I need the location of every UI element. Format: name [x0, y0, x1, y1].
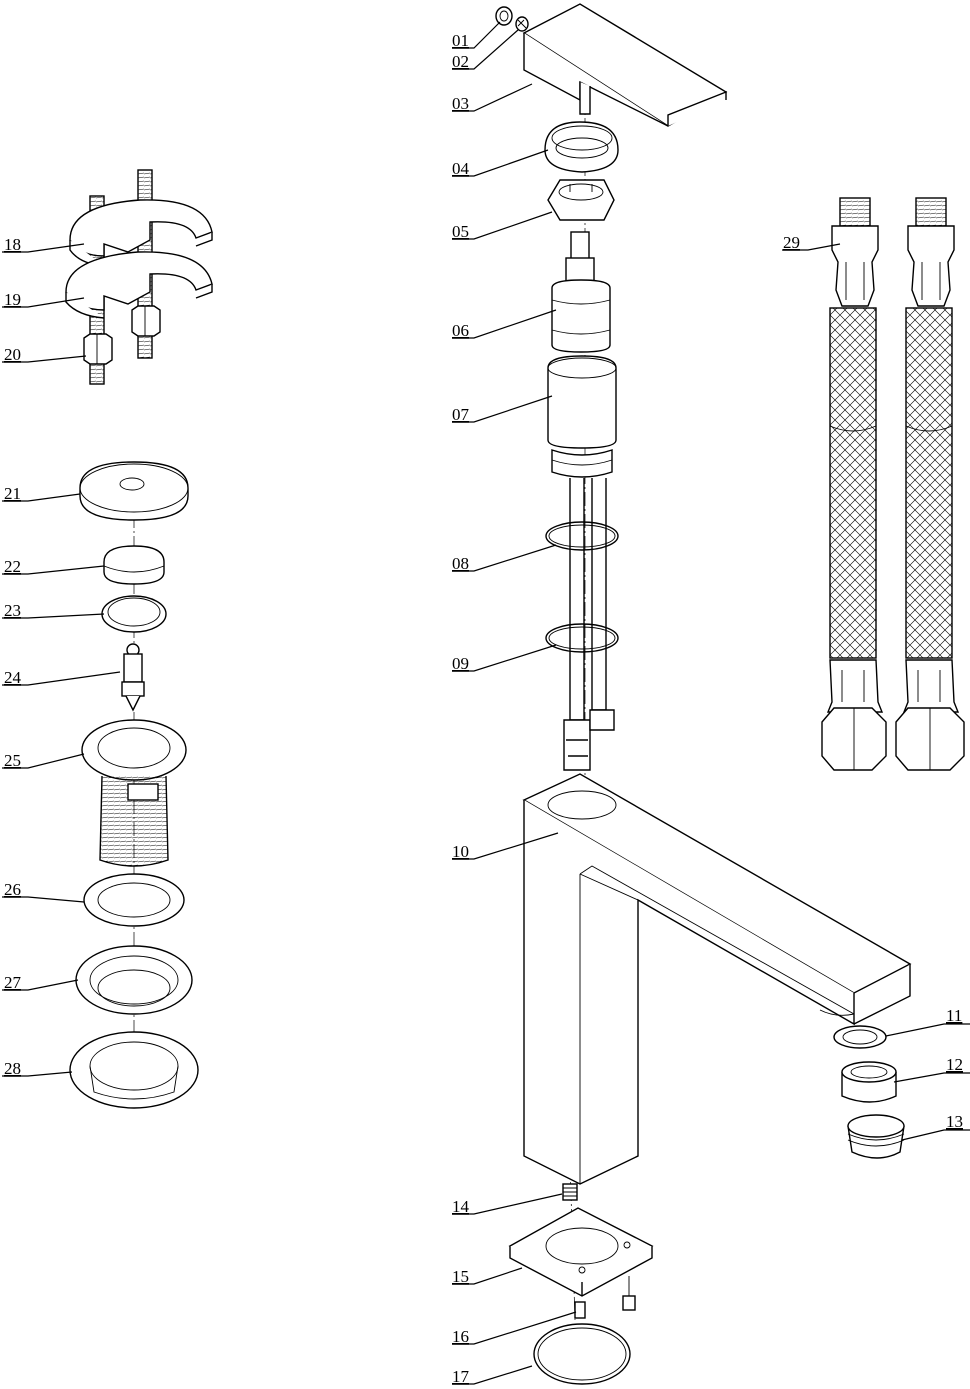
part-02-grub-screw	[515, 16, 529, 32]
callout-10: 10	[452, 842, 469, 861]
callout-22: 22	[4, 557, 21, 576]
part-26-washer	[83, 873, 185, 927]
part-15-base-plate	[508, 1207, 654, 1297]
part-01-screw-cap	[495, 6, 513, 26]
part-27-washer	[75, 945, 193, 1015]
part-03-lever-handle	[522, 3, 728, 127]
callout-02: 02	[452, 52, 469, 71]
callout-11: 11	[946, 1006, 962, 1025]
callout-09: 09	[452, 654, 469, 673]
callout-03: 03	[452, 94, 469, 113]
callout-06: 06	[452, 321, 469, 340]
part-21-waste-cap	[79, 461, 189, 521]
callout-01: 01	[452, 31, 469, 50]
callout-15: 15	[452, 1267, 469, 1286]
callout-16: 16	[452, 1327, 469, 1346]
part-16-screws	[574, 1276, 636, 1319]
part-05-retaining-nut	[547, 179, 615, 221]
part-09-o-ring	[545, 623, 619, 653]
part-24-spindle	[121, 643, 145, 712]
callout-18: 18	[4, 235, 21, 254]
part-13-aerator-housing	[847, 1114, 905, 1159]
callout-08: 08	[452, 554, 469, 573]
part-17-gasket-ring	[533, 1323, 631, 1385]
part-12-aerator-insert	[841, 1061, 897, 1103]
callout-20: 20	[4, 345, 21, 364]
callout-23: 23	[4, 601, 21, 620]
callout-26: 26	[4, 880, 21, 899]
leader-lines	[2, 21, 970, 1385]
part-20-hex-nuts	[83, 305, 161, 365]
flex-hose-left	[821, 197, 887, 771]
mounting-kit	[65, 169, 213, 385]
callout-27: 27	[4, 973, 22, 992]
faucet-assembly	[495, 3, 912, 1385]
part-11-washer	[833, 1025, 887, 1049]
part-19-bracket	[65, 251, 213, 319]
callout-05: 05	[452, 222, 469, 241]
callout-19: 19	[4, 290, 21, 309]
part-04-dome-cover	[544, 121, 619, 173]
supply-pipes	[563, 478, 615, 771]
part-29-flex-hoses	[821, 197, 965, 771]
callout-25: 25	[4, 751, 21, 770]
callout-24: 24	[4, 668, 22, 687]
callout-labels: 01 02 03 04 05 06 07 08 09 10 11 12 13 1…	[4, 31, 963, 1386]
part-10-spout-body	[522, 773, 912, 1185]
waste-assembly	[69, 461, 199, 1109]
part-22-plug	[103, 545, 165, 585]
callout-28: 28	[4, 1059, 21, 1078]
part-18-bracket	[69, 199, 213, 267]
part-08-o-ring	[545, 521, 619, 551]
callout-14: 14	[452, 1197, 470, 1216]
callout-04: 04	[452, 159, 470, 178]
callout-07: 07	[452, 405, 470, 424]
callout-12: 12	[946, 1055, 963, 1074]
part-23-seal	[101, 595, 167, 633]
callout-17: 17	[452, 1367, 470, 1386]
callout-29: 29	[783, 233, 800, 252]
part-28-back-nut	[69, 1031, 199, 1109]
part-25-waste-body	[81, 719, 187, 867]
part-06-cartridge	[551, 231, 611, 353]
callout-13: 13	[946, 1112, 963, 1131]
part-14-stud	[562, 1183, 578, 1201]
callout-21: 21	[4, 484, 21, 503]
part-07-valve-sleeve	[547, 355, 617, 478]
flex-hose-right	[895, 197, 965, 771]
